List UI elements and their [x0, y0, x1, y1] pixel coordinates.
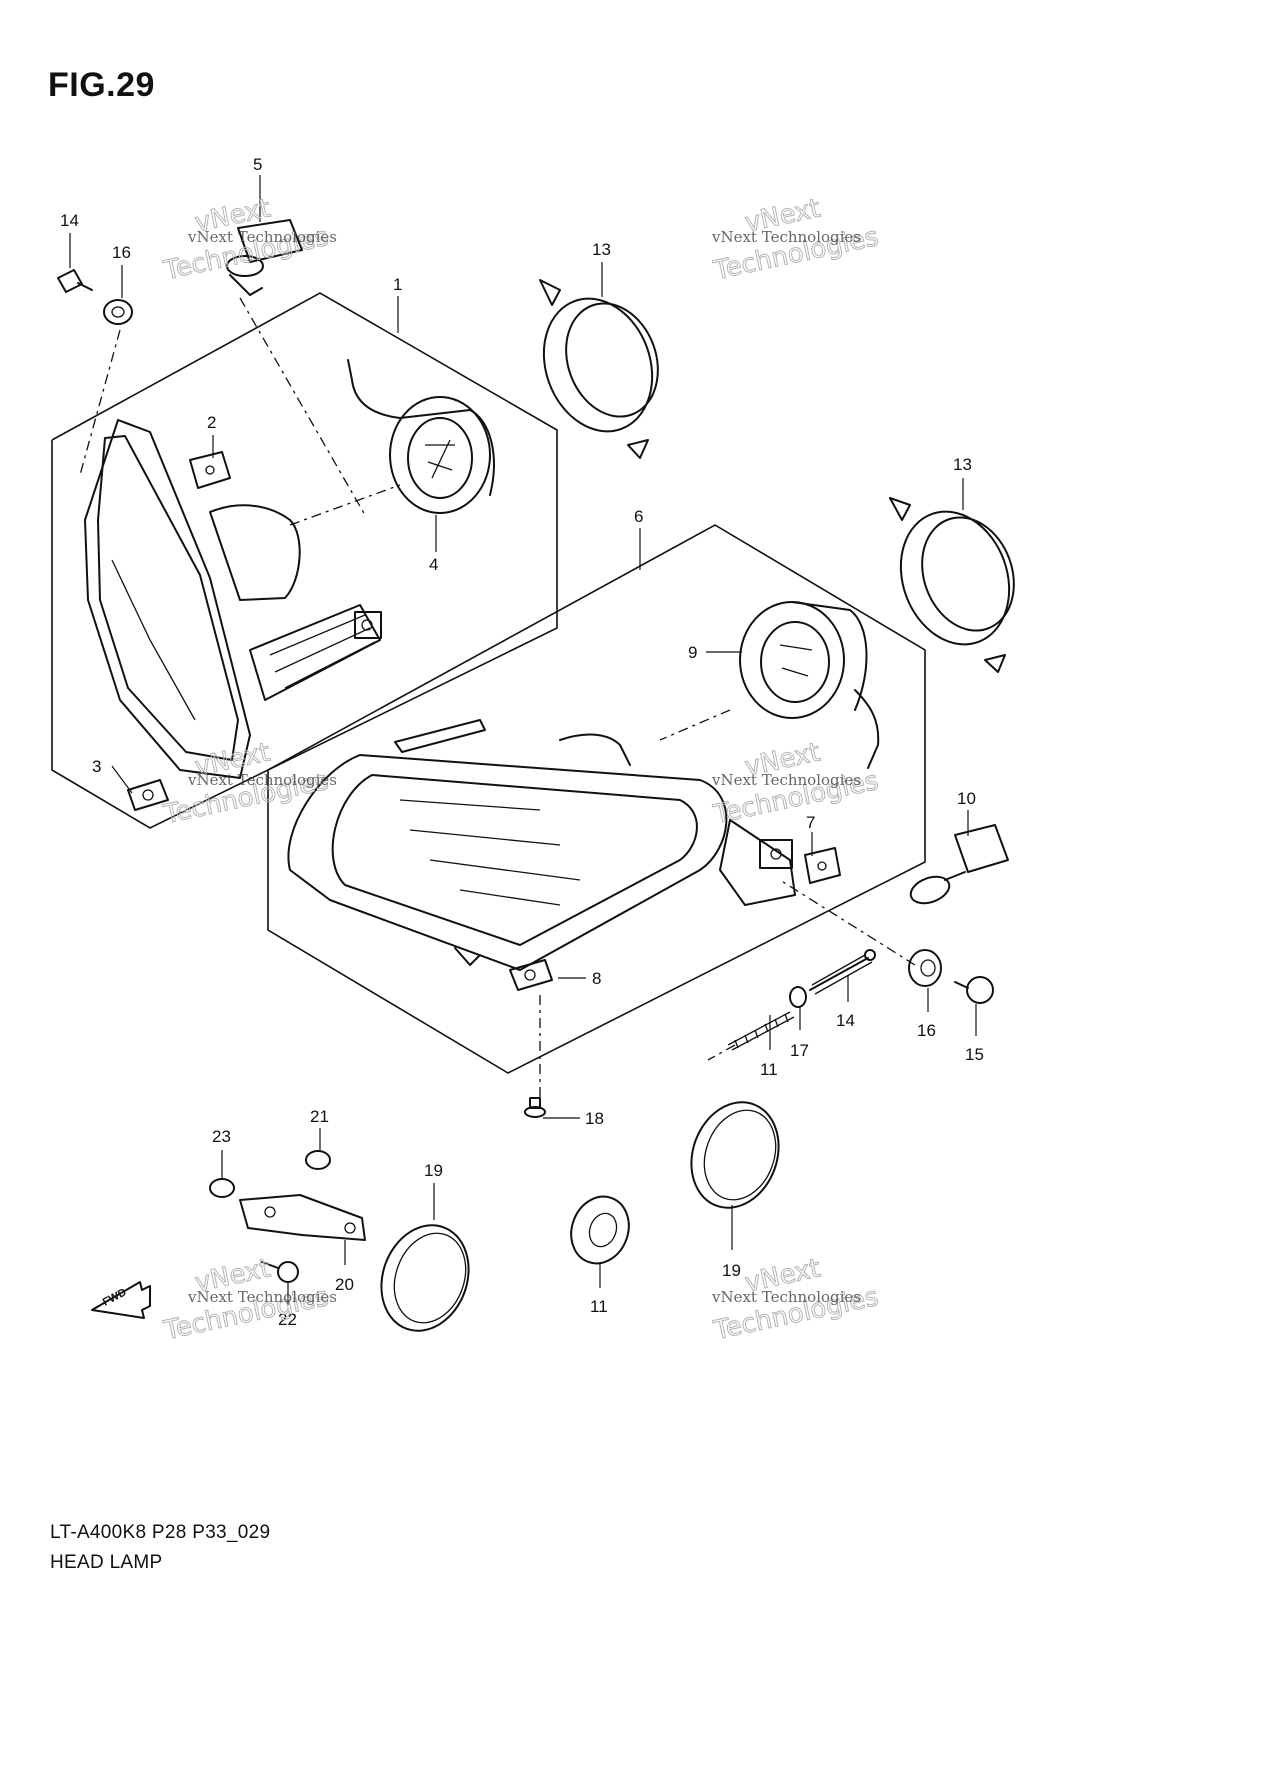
callout-16-right: 16 — [917, 1021, 936, 1040]
headlamp-left-housing — [84, 419, 382, 779]
part-15-screw-upper — [57, 269, 93, 293]
callout-7: 7 — [806, 813, 815, 832]
part-14-adjusting-screw — [809, 949, 876, 995]
callout-5: 5 — [253, 155, 262, 174]
callout-9: 9 — [688, 643, 697, 662]
part-17-washer — [789, 986, 807, 1008]
callout-22: 22 — [278, 1310, 297, 1329]
callout-8: 8 — [592, 969, 601, 988]
part-12-spring — [727, 1011, 795, 1051]
callout-10: 10 — [957, 789, 976, 808]
explode-lines — [79, 297, 916, 1098]
callout-13-upper: 13 — [592, 240, 611, 259]
part-20-bracket — [239, 1194, 366, 1241]
part-9-socket — [739, 601, 880, 769]
watermark-text-top-right: vNext Technologies — [711, 228, 861, 246]
watermark-group: vNext Technologies vNext Technologies vN… — [160, 193, 882, 1347]
callout-labels: 14 16 5 1 2 4 3 13 13 6 9 10 7 8 14 17 1… — [60, 155, 984, 1329]
part-16-grommet-upper — [103, 299, 133, 325]
callout-6: 6 — [634, 507, 643, 526]
callout-17: 17 — [790, 1041, 809, 1060]
watermark-text-mid-right: vNext Technologies — [711, 771, 861, 789]
leader-lines — [69, 175, 977, 1305]
part-2-clip — [189, 451, 231, 489]
callout-20: 20 — [335, 1275, 354, 1294]
part-19-reflector-left — [380, 1224, 470, 1332]
callout-15-right: 15 — [965, 1045, 984, 1064]
part-13-ring-upper — [539, 279, 659, 459]
model-caption: LT-A400K8 P28 P33_029 — [50, 1522, 271, 1543]
callout-15-upper: 14 — [60, 211, 79, 230]
part-19-reflector-right — [690, 1101, 780, 1209]
part-15-screw-right — [954, 976, 994, 1004]
figure-title: FIG.29 — [48, 66, 155, 104]
callout-12: 11 — [760, 1060, 778, 1079]
part-21-nut — [305, 1150, 331, 1170]
section-caption: HEAD LAMP — [50, 1552, 163, 1573]
fwd-arrow-label: FWD — [101, 1286, 129, 1308]
callout-23: 23 — [212, 1127, 231, 1146]
callout-19-right: 19 — [722, 1261, 741, 1280]
part-13-ring-lower — [889, 497, 1015, 673]
part-8-nut-clip — [509, 959, 553, 991]
part-5-bulb — [226, 219, 303, 296]
callout-3: 3 — [92, 757, 101, 776]
part-18-screw — [524, 1097, 546, 1118]
callout-13-lower: 13 — [953, 455, 972, 474]
part-23-nut — [209, 1178, 235, 1198]
headlamp-assembly-right-frame — [267, 524, 926, 1074]
callout-21: 21 — [310, 1107, 329, 1126]
callout-14: 14 — [836, 1011, 855, 1030]
fwd-arrow-icon: FWD — [91, 1281, 151, 1319]
part-16-grommet-right — [908, 949, 942, 987]
callout-1: 1 — [393, 275, 402, 294]
headlamp-right-housing — [287, 719, 796, 971]
callout-16-upper: 16 — [112, 243, 131, 262]
callout-19-left: 19 — [424, 1161, 443, 1180]
part-11-grommet — [570, 1195, 630, 1265]
watermark-text-bottom-left: vNext Technologies — [187, 1288, 337, 1306]
part-10-bulb — [909, 824, 1009, 905]
part-22-bolt — [261, 1261, 299, 1283]
watermark-text-mid-left: vNext Technologies — [187, 771, 337, 789]
part-7-clip — [804, 847, 841, 884]
watermark-text-top-left: vNext Technologies — [187, 228, 337, 246]
callout-18: 18 — [585, 1109, 604, 1128]
callout-11: 11 — [590, 1297, 608, 1316]
headlamp-assembly-left-frame — [51, 292, 558, 829]
callout-2: 2 — [207, 413, 216, 432]
part-4-socket — [347, 359, 495, 514]
callout-4: 4 — [429, 555, 438, 574]
watermark-text-bottom-right: vNext Technologies — [711, 1288, 861, 1306]
part-3-nut-clip — [127, 779, 169, 811]
